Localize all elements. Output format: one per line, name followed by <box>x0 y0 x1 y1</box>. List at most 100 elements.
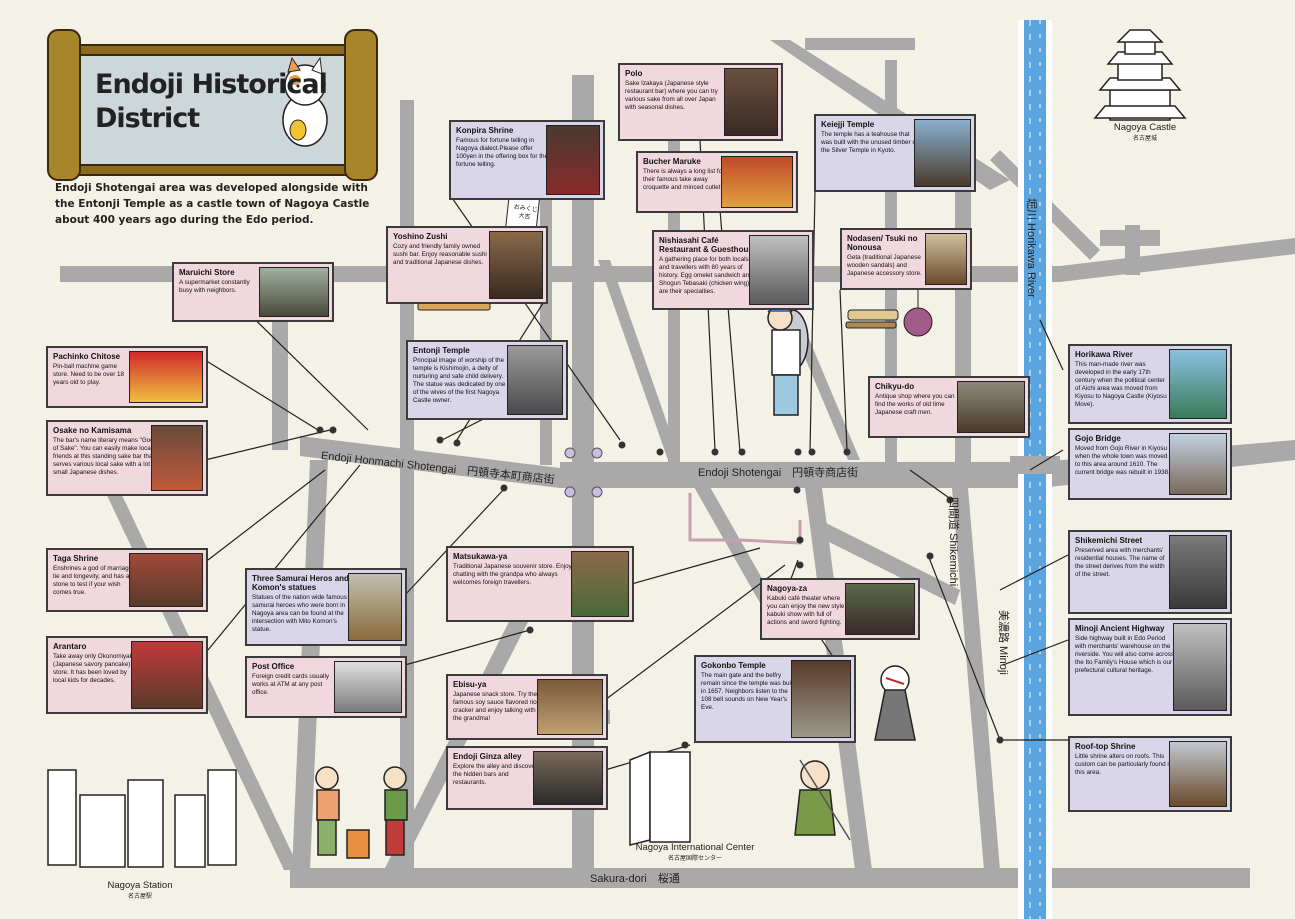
photo-minoji <box>1173 623 1227 711</box>
card-rooftop[interactable]: Roof-top Shrine Little shrine alters on … <box>1068 736 1232 812</box>
card-title: Gokonbo Temple <box>701 661 766 670</box>
card-title: Osake no Kamisama <box>53 426 132 435</box>
street-label-horikawa: 堀川 Horikawa River <box>1025 198 1037 298</box>
photo-chikyudo <box>957 381 1025 433</box>
card-keiejji[interactable]: Keiejji Temple The temple has a teahouse… <box>814 114 976 192</box>
card-shikemichi[interactable]: Shikemichi Street Preserved area with me… <box>1068 530 1232 614</box>
honmachi-road <box>300 436 560 488</box>
card-desc: Kabuki café theater where you can enjoy … <box>767 595 845 626</box>
photo-bucher <box>721 156 793 208</box>
card-arantaro[interactable]: Arantaro Take away only Okonomiyaki (Jap… <box>46 636 208 714</box>
map-title: Endoji Historical District <box>95 68 328 136</box>
card-desc: Explore the alley and discover the hidde… <box>453 763 538 786</box>
intersection-statues <box>564 447 603 498</box>
card-desc: The bar's name literary means "God of Sa… <box>53 437 157 476</box>
card-title: Nodasen/ Tsuki no Nonousa <box>847 234 918 252</box>
station-label: Nagoya Station 名古屋駅 <box>90 880 190 900</box>
card-title: Nagoya-za <box>767 584 808 593</box>
card-desc: Famous for fortune telling in Nagoya dia… <box>456 137 548 168</box>
kabuki-actor-icon <box>874 665 916 741</box>
card-desc: Geta (traditional Japanese wooden sandal… <box>847 254 922 277</box>
card-polo[interactable]: Polo Sake Izakaya (Japanese style restau… <box>618 63 783 141</box>
card-desc: A supermarket constantly busy with neigh… <box>179 279 250 294</box>
card-title: Roof-top Shrine <box>1075 742 1136 751</box>
card-desc: There is always a long list for their fa… <box>643 168 725 191</box>
card-title: Endoji Ginza alley <box>453 752 522 761</box>
card-title: Maruichi Store <box>179 268 235 277</box>
card-samurai[interactable]: Three Samurai Heros and Komon's statues … <box>245 568 407 646</box>
card-gokonbo[interactable]: Gokonbo Temple The main gate and the bel… <box>694 655 856 743</box>
photo-ginza <box>533 751 603 805</box>
card-title: Polo <box>625 69 643 78</box>
nagoya-castle-icon <box>1093 29 1187 121</box>
photo-ebisuya <box>537 679 603 735</box>
card-pachinko[interactable]: Pachinko Chitose Pin-ball machine game s… <box>46 346 208 408</box>
card-title: Chikyu-do <box>875 382 915 391</box>
sakuradori-road <box>290 868 1250 888</box>
card-postoffice[interactable]: Post Office Foreign credit cards usually… <box>245 656 407 718</box>
card-desc: Side highway built in Edo Period with me… <box>1075 635 1175 674</box>
card-desc: Preserved area with merchants' residenti… <box>1075 547 1165 578</box>
photo-konpira <box>546 125 600 195</box>
card-entonji[interactable]: Entonji Temple Principal image of worshi… <box>406 340 568 420</box>
photo-keiejji <box>914 119 971 187</box>
maneki-neko-icon <box>282 56 328 147</box>
card-ebisuya[interactable]: Ebisu-ya Japanese snack store. Try their… <box>446 674 608 740</box>
tourist-girls-icon <box>315 766 408 859</box>
card-title: Bucher Maruke <box>643 157 701 166</box>
card-matsukawa[interactable]: Matsukawa-ya Traditional Japanese souven… <box>446 546 634 622</box>
photo-gokonbo <box>791 660 851 738</box>
card-konpira[interactable]: Konpira Shrine Famous for fortune tellin… <box>449 120 605 200</box>
card-nishiasahi[interactable]: Nishiasahi Café Restaurant & Guesthouse … <box>652 230 814 310</box>
photo-yoshino <box>489 231 543 299</box>
street-label-sakuradori: Sakura-dori 桜通 <box>590 873 680 885</box>
card-horikawa[interactable]: Horikawa River This man-made river was d… <box>1068 344 1232 424</box>
card-desc: This man-made river was developed in the… <box>1075 361 1167 408</box>
photo-taga <box>129 553 203 607</box>
map-title-line1: Endoji Historical <box>95 69 328 100</box>
card-yoshino[interactable]: Yoshino Zushi Cozy and friendly family o… <box>386 226 548 304</box>
card-title: Keiejji Temple <box>821 120 875 129</box>
photo-arantaro <box>131 641 203 709</box>
card-title: Pachinko Chitose <box>53 352 121 361</box>
card-desc: Antique shop where you can find the work… <box>875 393 955 416</box>
station-jp: 名古屋駅 <box>127 894 152 900</box>
card-desc: Little shrine alters on roofs. This cust… <box>1075 753 1173 776</box>
card-bucher[interactable]: Bucher Maruke There is always a long lis… <box>636 151 798 213</box>
card-title: Ebisu-ya <box>453 680 487 689</box>
card-gojo[interactable]: Gojo Bridge Moved from Gojo River in Kiy… <box>1068 428 1232 500</box>
card-title: Three Samurai Heros and Komon's statues <box>252 574 349 592</box>
card-taga[interactable]: Taga Shrine Enshrines a god of marriage … <box>46 548 208 612</box>
photo-nishiasahi <box>749 235 809 305</box>
photo-rooftop <box>1169 741 1227 807</box>
card-title: Konpira Shrine <box>456 126 514 135</box>
photo-horikawa <box>1169 349 1227 419</box>
card-desc: Cozy and friendly family owned sushi bar… <box>393 243 487 266</box>
card-osake[interactable]: Osake no Kamisama The bar's name literar… <box>46 420 208 496</box>
card-maruichi[interactable]: Maruichi Store A supermarket constantly … <box>172 262 334 322</box>
castle-name: Nagoya Castle <box>1113 122 1177 133</box>
card-ginza[interactable]: Endoji Ginza alley Explore the alley and… <box>446 746 608 810</box>
geta-icon <box>845 280 933 337</box>
card-nodasen[interactable]: Nodasen/ Tsuki no Nonousa Geta (traditio… <box>840 228 972 290</box>
card-desc: The main gate and the belfry remain sinc… <box>701 672 795 711</box>
photo-gojo <box>1169 433 1227 495</box>
card-nagoyaza[interactable]: Nagoya-za Kabuki café theater where you … <box>760 578 920 640</box>
card-minoji[interactable]: Minoji Ancient Highway Side highway buil… <box>1068 618 1232 716</box>
fortune-slip-text: おみくじ 大吉 <box>513 203 538 221</box>
card-desc: The temple has a teahouse that was built… <box>821 131 918 154</box>
photo-nagoyaza <box>845 583 915 635</box>
station-name: Nagoya Station <box>107 880 173 891</box>
castle-jp: 名古屋城 <box>1132 136 1157 142</box>
photo-postoffice <box>334 661 402 713</box>
card-title: Matsukawa-ya <box>453 552 508 561</box>
card-desc: Statues of the nation wide famous samura… <box>252 594 347 633</box>
intl-center-name: Nagoya International Center <box>635 842 755 853</box>
photo-pachinko <box>129 351 203 403</box>
card-chikyudo[interactable]: Chikyu-do Antique shop where you can fin… <box>868 376 1030 438</box>
ginza-alley-path <box>688 493 802 545</box>
card-title: Gojo Bridge <box>1075 434 1121 443</box>
card-desc: Pin-ball machine game store. Need to be … <box>53 363 125 386</box>
card-desc: Foreign credit cards usually works at AT… <box>252 673 329 696</box>
